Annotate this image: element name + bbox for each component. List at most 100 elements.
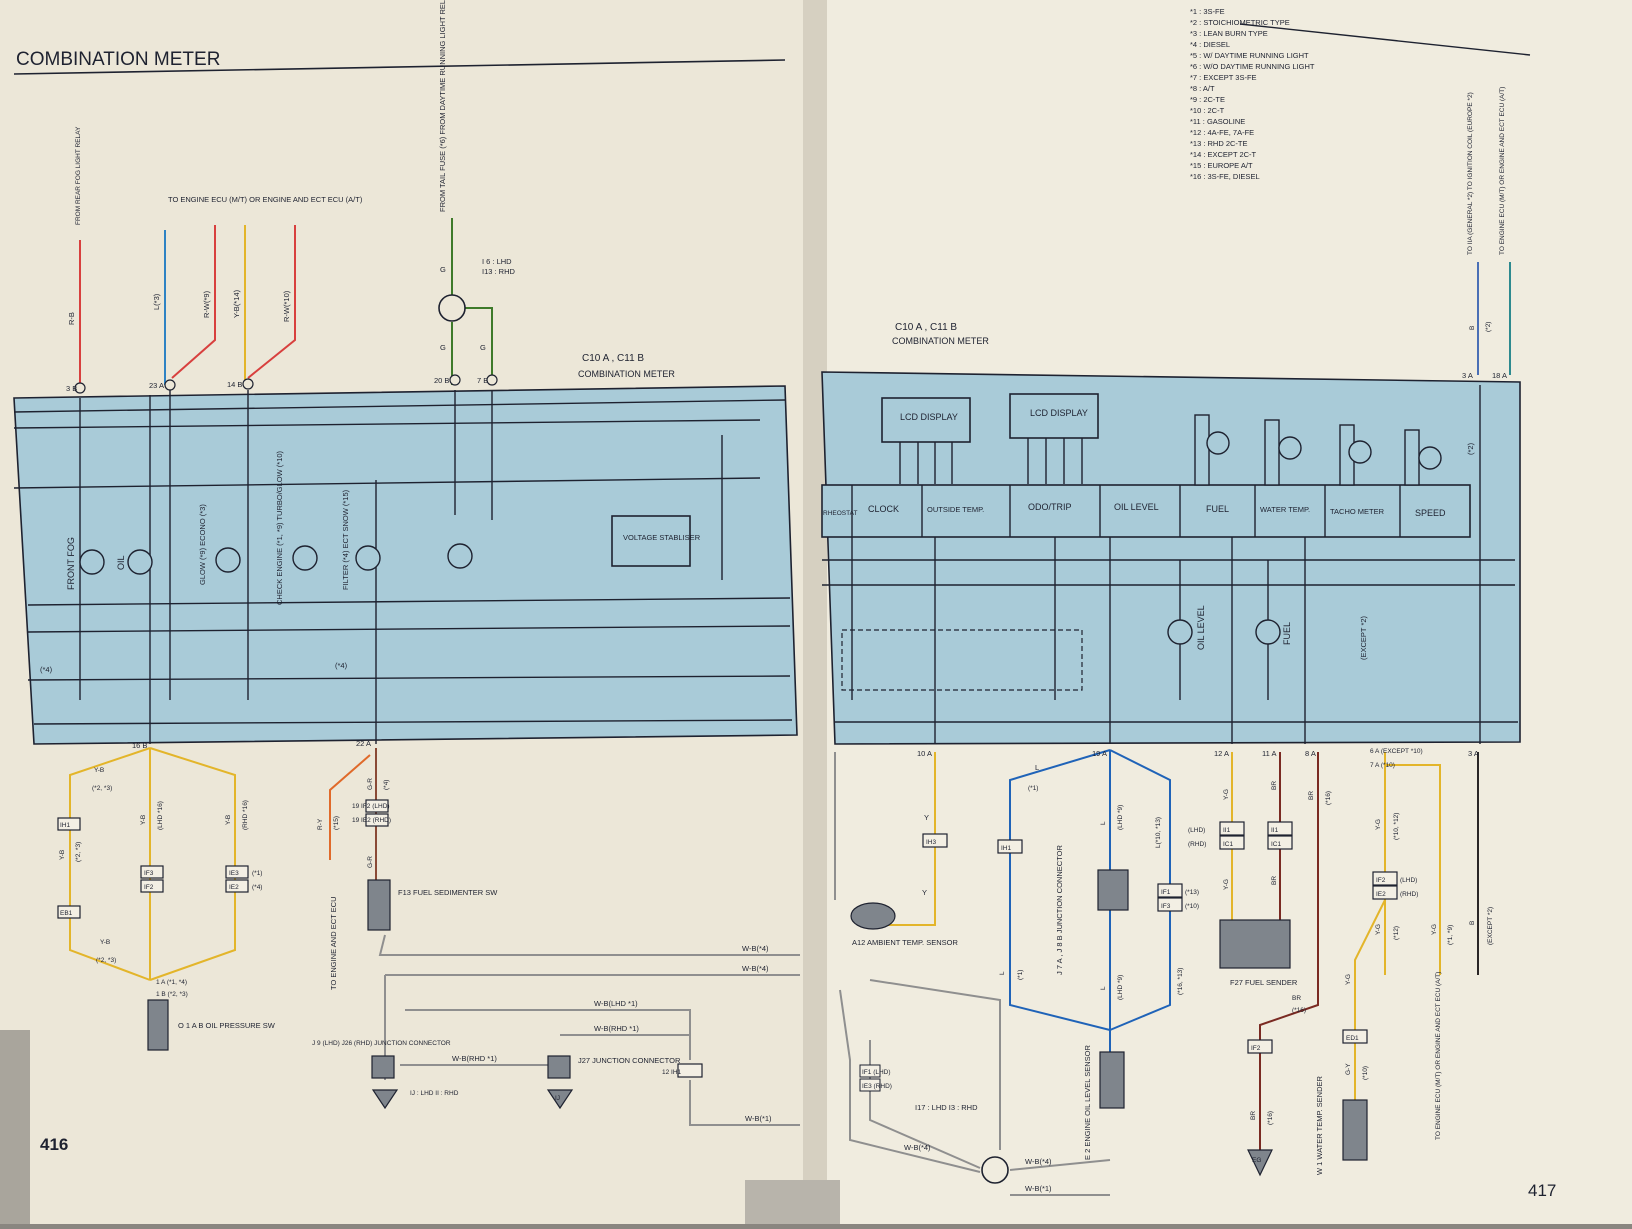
ground-symbol-ij [546,1089,574,1110]
rwl-27: (*1, *9) [1447,925,1454,945]
right-bottom-pin-4: 11 A [1262,749,1276,758]
ry-note: (*15) [333,816,340,830]
pin-23a: 23 A [149,381,164,390]
ground-eg [1247,1149,1273,1177]
note-5: *5 : W/ DAYTIME RUNNING LIGHT [1190,51,1309,60]
left-meter-bus-lines [13,390,793,744]
pin-3b: 3 B [66,384,77,393]
rconn-ic1-b: IC1 [1271,841,1282,848]
wb-label-2: W-B(*4) [742,964,769,973]
fuel-bulb [1255,619,1281,645]
voltage-stabliser-label: VOLTAGE STABLISER [623,533,701,542]
wire-label-g3: G [480,343,486,352]
ambient-label: A12 AMBIENT TEMP. SENSOR [852,938,958,947]
conn-ih1: IH1 [60,822,71,829]
note-11: *11 : GASOLINE [1190,117,1245,126]
note-14: *14 : EXCEPT 2C-T [1190,150,1257,159]
right-top-pin-1: 3 A [1462,371,1473,380]
gauge-icons [1194,414,1442,486]
rwl-1: Y [922,888,927,897]
note-9: *9 : 2C-TE [1190,95,1225,104]
rwl-32: (EXCEPT *2) [1487,907,1494,945]
book-gutter [803,0,827,1224]
fuel-sedimenter-switch [367,879,391,931]
rwl-20: BR [1250,1111,1257,1120]
rwl-21: (*16) [1267,1111,1274,1125]
label-junction-i13: I13 : RHD [482,267,516,276]
note-15: *15 : EUROPE A/T [1190,161,1253,170]
top-wire-b: B [1469,326,1476,330]
voltage-stabliser-box [611,515,691,567]
lcd-display-1 [881,397,971,443]
wl-yb-4: (LHD *16) [157,801,164,830]
ground-symbol-il [371,1089,399,1110]
rwl-8: (*1) [1017,970,1024,980]
rconn-ih3: IH3 [926,839,937,846]
rwl-16: BR [1308,791,1315,800]
j27-label: J27 JUNCTION CONNECTOR [578,1056,681,1065]
note-8: *8 : A/T [1190,84,1215,93]
wire-label-rb: R-B [67,312,76,325]
pin-7b: 7 B [477,376,488,385]
note-13: *13 : RHD 2C-TE [1190,139,1248,148]
small-conn-2 [859,1078,881,1092]
rwl-2: L [1035,763,1039,772]
left-wb-wires [378,934,800,1126]
rconn-note-13: (*13) [1185,889,1199,896]
oil-pressure-label: O 1 A B OIL PRESSURE SW [178,1021,276,1030]
small-conn-label-1: IF1 (LHD) [862,1069,891,1076]
conn-note-1: (*1) [252,870,262,877]
wire-label-yb14: Y-B(*14) [232,289,241,318]
junction-label: J 7 A , J 8 B JUNCTION CONNECTOR [1055,845,1064,975]
j9-connector [371,1055,395,1079]
page-number-left: 416 [40,1135,68,1154]
conn-if2: IF2 [144,884,154,891]
wl-yb-10: (*2, *3) [75,842,82,862]
right-meter-sub: COMBINATION METER [892,336,989,346]
bulb-front-fog: FRONT FOG [66,537,76,590]
rconn-ic1-a: IC1 [1223,841,1234,848]
right-bottom-pin-3: 12 A [1214,749,1229,758]
gr-label-2: (*4) [383,780,390,790]
label-from-tail-fuse: FROM TAIL FUSE (*6) FROM DAYTIME RUNNING… [438,0,447,212]
left-meter-sub: COMBINATION METER [578,369,675,379]
conn-if3: IF3 [144,870,154,877]
wire-y-ambient [880,752,936,926]
rwl-6: L(*10, *13) [1155,817,1162,848]
small-conn-1 [859,1064,881,1078]
lcd-label-1: LCD DISPLAY [900,412,958,422]
oil-pin-a: 1 A (*1, *4) [156,979,187,986]
oil-level-sensor-label: E 2 ENGINE OIL LEVEL SENSOR [1083,1045,1092,1160]
water-temp-sender [1342,1099,1368,1161]
func-rheostat: RHEOSTAT [823,510,857,517]
rconn-if3: IF3 [1161,903,1171,910]
page-title: COMBINATION METER [16,49,220,70]
small-conn-label-2: IE3 (RHD) [862,1083,892,1090]
wl-yb-9: Y-B [59,850,66,860]
conn-gr-1: 19 IF2 (LHD) [352,803,390,810]
rwl-12: Y-G [1223,789,1230,800]
note-2: *2 : STOICHIOMETRIC TYPE [1190,18,1290,27]
func-outside-temp: OUTSIDE TEMP. [927,505,984,514]
to-engine-ecu-top-label: TO ENGINE ECU (M/T) OR ENGINE AND ECT EC… [1499,87,1506,255]
rwl-24: Y-G [1375,924,1382,935]
gray-label-2: W-B(*4) [1025,1157,1052,1166]
ih1-12-label: 12 IH1 [662,1069,682,1076]
oil-pressure-switch [147,999,169,1051]
label-from-rear-fog: FROM REAR FOG LIGHT RELAY [75,126,82,225]
note-10: *10 : 2C-T [1190,106,1225,115]
ground-i17-label: I17 : LHD I3 : RHD [915,1103,978,1112]
gr-label-1: G-R [367,778,374,790]
note-star4-a: (*4) [40,665,53,674]
right-bottom-pin-5: 8 A [1305,749,1316,758]
right-bottom-pin-8: 3 A [1468,749,1479,758]
func-clock: CLOCK [868,504,899,514]
to-ect-ecu-label: TO ENGINE AND ECT ECU [329,897,338,991]
wb-label-3: W-B(LHD *1) [594,999,638,1008]
wire-label-rw10: R-W(*10) [282,290,291,322]
rwl-22: Y-G [1375,819,1382,830]
bulb-oil-level: OIL LEVEL [1196,605,1206,650]
desk-corner [0,1030,30,1224]
rwl-7: L [999,971,1006,975]
